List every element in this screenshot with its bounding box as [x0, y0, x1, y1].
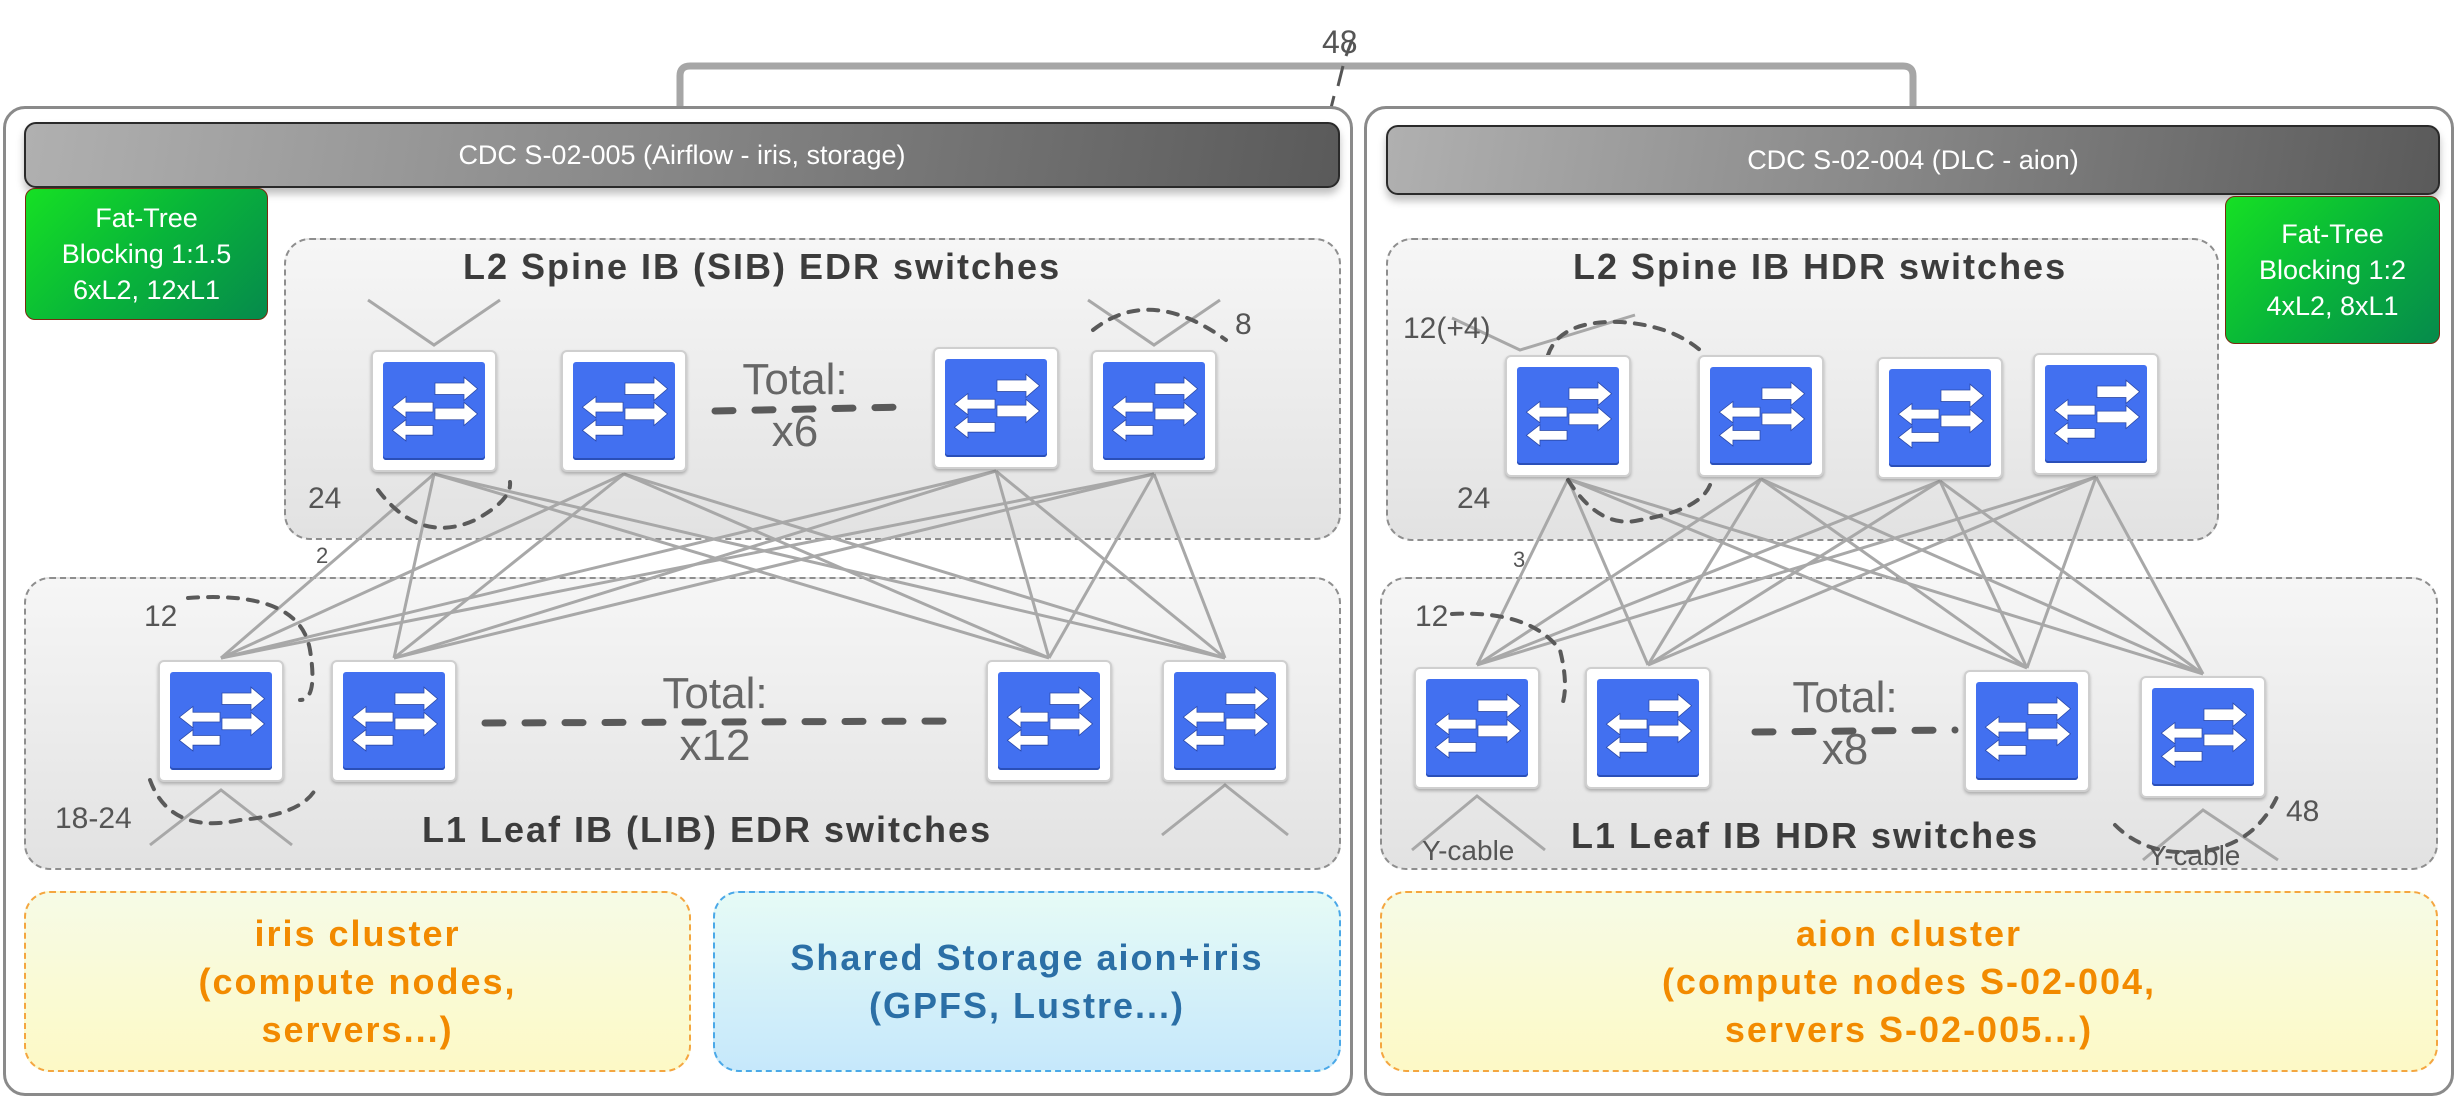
l1-leaf-switch-icon: [986, 660, 1112, 782]
switch-arrows-icon: [1605, 693, 1693, 759]
y-cable-left-label: Y-cable: [1422, 835, 1515, 866]
l2-spine-switch-icon: [2033, 353, 2159, 475]
total-count: x6: [771, 407, 819, 456]
switch-arrows-icon: [1111, 376, 1199, 442]
total-count: x12: [679, 721, 751, 770]
l2-spine-switch-icon: [1877, 357, 2003, 479]
site-left-l1-downlink-label: 18-24: [55, 802, 132, 835]
site-left-l2-total: Total: x6: [720, 354, 870, 458]
l1-leaf-switch-icon: [158, 660, 284, 782]
l2-spine-switch-icon: [561, 350, 687, 472]
site-right-fat-tree-badge: Fat-Tree Blocking 1:2 4xL2, 8xL1: [2225, 196, 2440, 344]
site-right-header: CDC S-02-004 (DLC - aion): [1386, 125, 2440, 195]
fat-tree-line: 4xL2, 8xL1: [2266, 291, 2399, 321]
y-cable-right-label: Y-cable: [2148, 840, 2241, 871]
site-right-between-label: 3: [1513, 547, 1526, 572]
site-right-l1-total: Total: x8: [1770, 672, 1920, 776]
fat-tree-line: Fat-Tree: [95, 203, 198, 233]
l1-leaf-switch-icon: [1162, 660, 1288, 782]
iris-cluster-box: iris cluster (compute nodes, servers...): [24, 891, 691, 1072]
interlink-count-label: 48: [1322, 24, 1358, 60]
site-right-l2-downlink-label: 24: [1457, 482, 1491, 515]
site-right-header-text: CDC S-02-004 (DLC - aion): [1747, 144, 2079, 175]
site-left-l2-uplink-label: 8: [1235, 308, 1252, 341]
aion-cluster-box: aion cluster (compute nodes S-02-004, se…: [1380, 891, 2438, 1072]
site-right-l2-title: L2 Spine IB HDR switches: [1573, 246, 2068, 287]
switch-arrows-icon: [1984, 696, 2072, 762]
switch-arrows-icon: [1182, 686, 1270, 752]
l2-spine-switch-icon: [1091, 350, 1217, 472]
total-label: Total:: [662, 669, 768, 718]
l1-leaf-switch-icon: [2140, 676, 2266, 798]
fat-tree-line: Blocking 1:1.5: [61, 239, 232, 269]
site-left-l2-title: L2 Spine IB (SIB) EDR switches: [463, 246, 1062, 287]
site-right-l1-title: L1 Leaf IB HDR switches: [1571, 815, 2040, 856]
l2-spine-switch-icon: [1698, 355, 1824, 477]
cluster-line: (compute nodes S-02-004,: [1661, 960, 2157, 1002]
switch-arrows-icon: [581, 376, 669, 442]
shared-storage-box: Shared Storage aion+iris (GPFS, Lustre..…: [713, 891, 1341, 1072]
l2-spine-switch-icon: [933, 347, 1059, 469]
site-right-l1-downlink-label: 48: [2286, 795, 2320, 828]
site-right-l2-uplink-label: 12(+4): [1403, 312, 1491, 345]
site-left-l2-downlink-label: 24: [308, 482, 342, 515]
cluster-line: servers S-02-005...): [1724, 1008, 2094, 1050]
l1-leaf-switch-icon: [1414, 667, 1540, 789]
total-label: Total:: [742, 355, 848, 404]
cluster-line: (GPFS, Lustre...): [868, 984, 1186, 1026]
site-left-l1-title: L1 Leaf IB (LIB) EDR switches: [422, 809, 993, 850]
switch-arrows-icon: [391, 376, 479, 442]
switch-arrows-icon: [351, 686, 439, 752]
cluster-line: (compute nodes,: [198, 960, 517, 1002]
total-label: Total:: [1792, 673, 1898, 722]
switch-arrows-icon: [2053, 379, 2141, 445]
switch-arrows-icon: [1525, 381, 1613, 447]
switch-arrows-icon: [953, 373, 1041, 439]
cluster-line: aion cluster: [1795, 912, 2023, 954]
cluster-line: iris cluster: [254, 912, 461, 954]
switch-arrows-icon: [1434, 693, 1522, 759]
switch-arrows-icon: [1006, 686, 1094, 752]
site-left-header: CDC S-02-005 (Airflow - iris, storage): [24, 122, 1340, 188]
switch-arrows-icon: [1897, 383, 1985, 449]
switch-arrows-icon: [178, 686, 266, 752]
l1-leaf-switch-icon: [1585, 667, 1711, 789]
site-left-l1-total: Total: x12: [640, 668, 790, 772]
cluster-line: servers...): [261, 1008, 454, 1050]
l2-spine-switch-icon: [371, 350, 497, 472]
fat-tree-line: Fat-Tree: [2281, 219, 2384, 249]
site-left-l1-uplink-label: 12: [144, 600, 178, 633]
cluster-line: Shared Storage aion+iris: [790, 936, 1264, 978]
site-right-l1-uplink-label: 12: [1415, 600, 1449, 633]
fat-tree-line: Blocking 1:2: [2258, 255, 2407, 285]
l1-leaf-switch-icon: [331, 660, 457, 782]
l2-spine-switch-icon: [1505, 355, 1631, 477]
l1-leaf-switch-icon: [1964, 670, 2090, 792]
total-count: x8: [1821, 725, 1869, 774]
switch-arrows-icon: [2160, 702, 2248, 768]
site-left-between-label: 2: [316, 543, 329, 568]
fat-tree-line: 6xL2, 12xL1: [72, 275, 221, 305]
site-left-fat-tree-badge: Fat-Tree Blocking 1:1.5 6xL2, 12xL1: [25, 188, 268, 320]
switch-arrows-icon: [1718, 381, 1806, 447]
site-left-header-text: CDC S-02-005 (Airflow - iris, storage): [458, 139, 906, 170]
